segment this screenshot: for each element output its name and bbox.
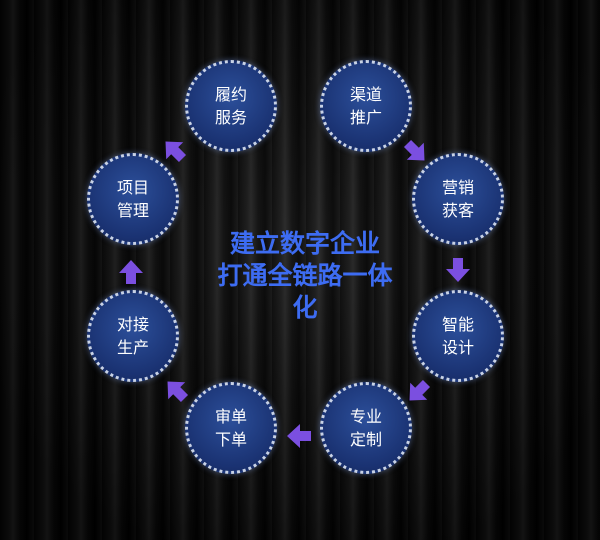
node-label: 智能 (441, 315, 474, 334)
node-project-management: 项目管理 (87, 153, 179, 245)
title-line-1: 建立数字企业 (229, 229, 380, 258)
center-title: 建立数字企业 打通全链路一体 化 (200, 228, 410, 324)
node-channel-promotion: 渠道推广 (320, 60, 412, 152)
node-label: 管理 (116, 201, 149, 220)
node-label: 获客 (441, 201, 474, 220)
arrow-icon (165, 141, 187, 163)
node-label: 定制 (349, 430, 382, 449)
node-smart-design: 智能设计 (412, 290, 504, 382)
node-label: 营销 (441, 178, 474, 197)
title-line-3: 化 (292, 293, 318, 322)
node-label: 生产 (116, 338, 149, 357)
node-label: 推广 (349, 108, 382, 127)
title-line-2: 打通全链路一体 (217, 261, 393, 290)
node-label: 审单 (214, 407, 247, 426)
arrow-icon (409, 379, 431, 401)
arrow-icon (287, 424, 311, 448)
arrow-icon (403, 139, 425, 161)
node-label: 对接 (116, 315, 149, 334)
node-label: 履约 (214, 85, 247, 104)
node-production: 对接生产 (87, 290, 179, 382)
node-custom-made: 专业定制 (320, 382, 412, 474)
node-order-review: 审单下单 (185, 382, 277, 474)
node-label: 设计 (441, 338, 474, 357)
node-marketing: 营销获客 (412, 153, 504, 245)
arrow-icon (167, 381, 189, 403)
arrow-icon (446, 258, 470, 282)
node-label: 下单 (214, 430, 247, 449)
node-label: 服务 (214, 108, 247, 127)
node-label: 项目 (116, 178, 149, 197)
node-label: 专业 (349, 407, 382, 426)
node-label: 渠道 (349, 85, 382, 104)
arrow-icon (119, 260, 143, 284)
node-fulfillment-service: 履约服务 (185, 60, 277, 152)
